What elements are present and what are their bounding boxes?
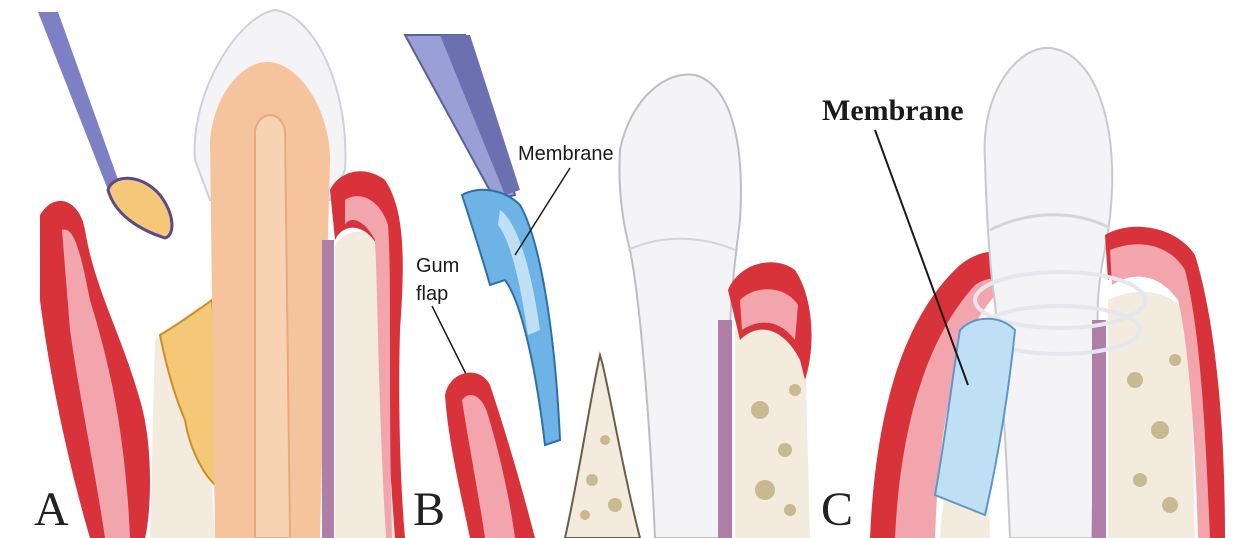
panel-b-ligament: [718, 320, 732, 538]
panel-a-ligament: [322, 240, 334, 538]
panel-a-tooth-pulp: [255, 115, 290, 538]
panel-b-gum-leader: [432, 306, 468, 378]
forceps-icon: [405, 35, 520, 200]
panel-c: Membrane C: [821, 48, 1225, 538]
panel-b-flap-label: flap: [416, 283, 448, 305]
panel-a-letter: A: [34, 483, 69, 536]
panel-a: A: [34, 10, 405, 538]
panel-b-letter: B: [413, 483, 445, 536]
panel-c-letter: C: [821, 483, 853, 536]
panel-b: Membrane Gum flap B: [405, 35, 812, 538]
panel-b-membrane-label: Membrane: [518, 143, 614, 165]
panel-b-bone-left: [565, 355, 640, 538]
panel-c-membrane-label: Membrane: [822, 94, 964, 127]
panel-c-bone-right: [1108, 292, 1195, 538]
panel-b-gum-label: Gum: [416, 255, 459, 277]
